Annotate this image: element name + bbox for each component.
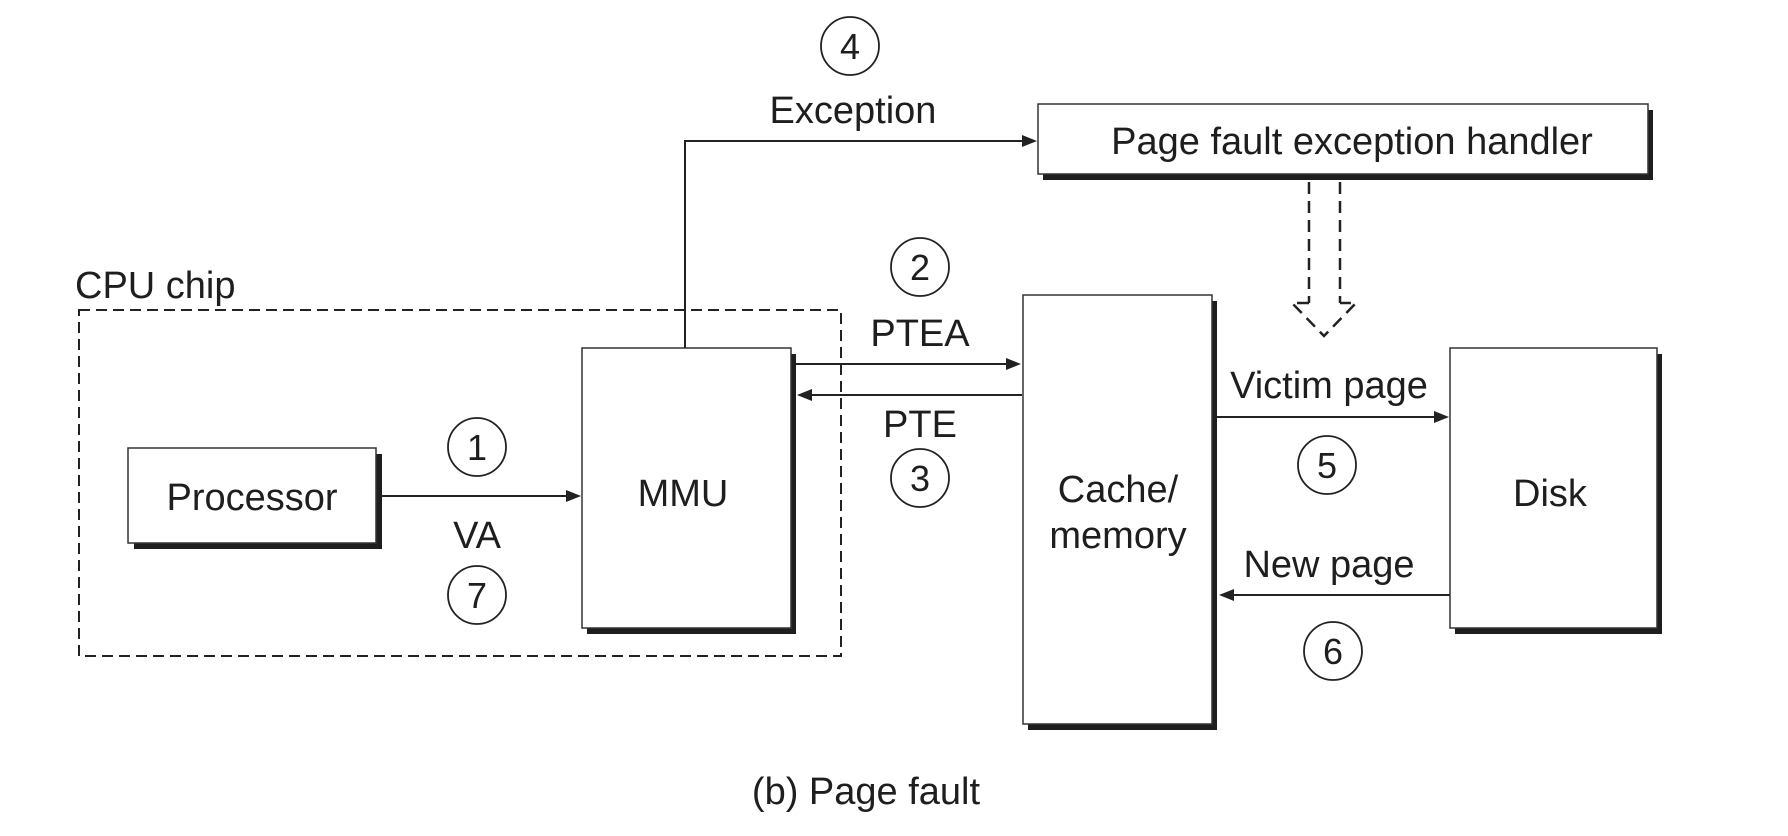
handler-box-frame (1037, 103, 1649, 175)
step-3-marker: 3 (890, 448, 950, 508)
step-2-number: 2 (910, 247, 930, 288)
handler-dashed-arrow (1289, 182, 1359, 338)
mmu-box: MMU (581, 347, 796, 634)
cpu-chip-container: CPU chip (75, 265, 842, 657)
disk-box: Disk (1449, 347, 1662, 634)
step-6-number: 6 (1323, 631, 1343, 672)
step-7-marker: 7 (447, 565, 507, 625)
dashed-arrow-head (1289, 301, 1359, 338)
victim-page-arrow: Victim page (1217, 365, 1449, 423)
exception-label: Exception (770, 90, 937, 132)
step-5-circle (1297, 435, 1357, 495)
cpu-chip-label: CPU chip (75, 265, 236, 307)
step-7-circle (447, 565, 507, 625)
figure-caption: (b) Page fault (752, 771, 981, 813)
step-3-number: 3 (910, 458, 930, 499)
victim-page-label: Victim page (1230, 365, 1428, 407)
new-page-label: New page (1243, 544, 1414, 586)
exception-arrow-line (684, 140, 1026, 348)
step-1-marker: 1 (447, 417, 507, 477)
page-fault-handler-box: Page fault exception handler (1037, 103, 1653, 180)
handler-label: Page fault exception handler (1111, 121, 1593, 163)
victim-page-arrow-head (1434, 411, 1449, 423)
ptea-arrow-head (1006, 358, 1021, 370)
step-4-marker: 4 (820, 16, 880, 76)
mmu-box-frame (581, 347, 792, 629)
step-2-circle (890, 237, 950, 297)
disk-label: Disk (1513, 473, 1588, 515)
new-page-arrow-head (1219, 589, 1234, 601)
step-5-marker: 5 (1297, 435, 1357, 495)
mmu-label: MMU (638, 473, 729, 515)
exception-arrow: Exception (684, 90, 1037, 348)
step-6-circle (1303, 621, 1363, 681)
cpu-chip-dashed-border (78, 309, 842, 657)
step-6-marker: 6 (1303, 621, 1363, 681)
va-label: VA (453, 515, 502, 557)
step-1-number: 1 (467, 427, 487, 468)
step-7-number: 7 (467, 575, 487, 616)
processor-box-frame (127, 447, 377, 544)
step-4-number: 4 (840, 26, 860, 67)
pte-label: PTE (883, 404, 957, 446)
pte-arrow-head (797, 389, 812, 401)
va-arrow-head (566, 490, 581, 502)
step-2-marker: 2 (890, 237, 950, 297)
cache-label-line2: memory (1049, 515, 1186, 557)
pte-arrow: PTE (797, 389, 1022, 446)
step-1-circle (447, 417, 507, 477)
new-page-arrow: New page (1219, 544, 1450, 601)
cache-memory-box: Cache/ memory (1022, 294, 1217, 730)
processor-box: Processor (127, 447, 382, 549)
step-5-number: 5 (1317, 445, 1337, 486)
exception-arrow-head (1022, 135, 1037, 147)
step-4-circle (820, 16, 880, 76)
cache-label-line1: Cache/ (1058, 469, 1179, 511)
ptea-arrow: PTEA (796, 313, 1021, 370)
va-arrow: VA (378, 490, 581, 557)
processor-label: Processor (166, 477, 337, 519)
ptea-label: PTEA (870, 313, 970, 355)
cache-memory-box-frame (1022, 294, 1213, 725)
step-3-circle (890, 448, 950, 508)
disk-box-frame (1449, 347, 1658, 629)
